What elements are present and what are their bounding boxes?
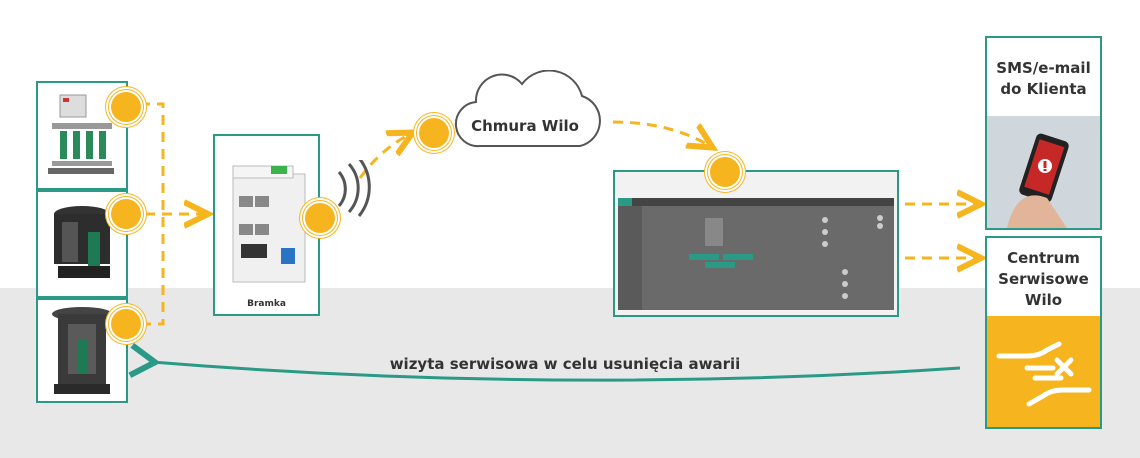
- phone-alert-icon: [987, 116, 1100, 228]
- sms-card: SMS/e-mail do Klienta: [985, 36, 1102, 230]
- signal-dot-cloud: [419, 118, 449, 148]
- gateway-to-cloud-line: [358, 134, 410, 179]
- lifting-station-icon: [54, 206, 110, 278]
- gateway-label: Bramka: [247, 299, 286, 309]
- service-center-card: Centrum Serwisowe Wilo: [985, 236, 1102, 429]
- signal-dot-pump-3: [111, 309, 141, 339]
- cloud-label: Chmura Wilo: [471, 117, 579, 135]
- dashboard-card: [613, 170, 899, 317]
- gateway-card: Bramka: [213, 134, 320, 316]
- gateway-device-icon: [232, 165, 306, 283]
- dashboard-screen-icon: [615, 172, 897, 315]
- service-hands-tools-icon: [987, 316, 1100, 427]
- service-center-label: Centrum Serwisowe Wilo: [998, 249, 1089, 309]
- cloud-to-dashboard-line: [612, 120, 710, 146]
- signal-dot-gateway: [305, 203, 335, 233]
- service-visit-return-arrow: [128, 342, 961, 382]
- return-arrow-label: wizyta serwisowa w celu usunięcia awarii: [389, 355, 741, 373]
- sms-label: SMS/e-mail do Klienta: [996, 59, 1091, 98]
- background-bottom: [0, 288, 1140, 458]
- pump-booster-set-icon: [48, 94, 114, 174]
- pump-shaft-icon: [52, 307, 112, 394]
- cloud-icon: [454, 70, 601, 148]
- pump-card-booster-set: [36, 81, 128, 190]
- pump-card-shaft: [36, 298, 128, 403]
- signal-dot-pump-1: [111, 92, 141, 122]
- signal-dot-pump-2: [111, 199, 141, 229]
- wireless-signal-icon: [337, 160, 371, 217]
- signal-dot-dashboard: [710, 157, 740, 187]
